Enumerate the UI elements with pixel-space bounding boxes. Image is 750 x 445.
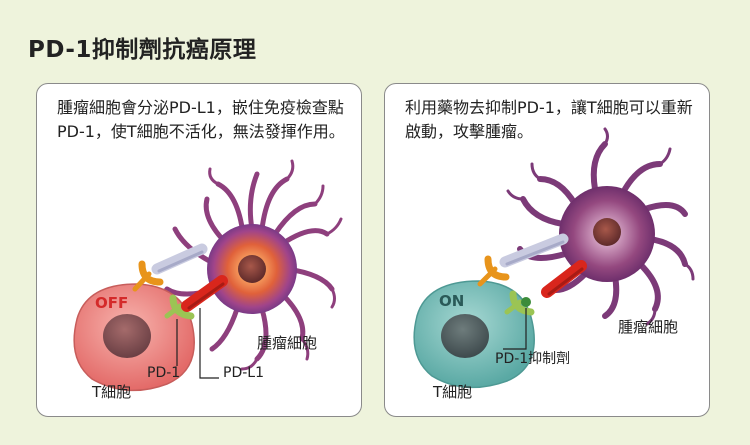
inhibitor-leader-line [503, 308, 527, 350]
diagram-title: PD-1抑制劑抗癌原理 [28, 37, 257, 63]
panel-active-tcell: 利用藥物去抑制PD-1，讓T細胞可以重新啟動，攻擊腫瘤。 [384, 83, 710, 417]
pd1-label: PD-1 [147, 365, 181, 381]
mhc-antigen-active [499, 233, 569, 268]
tcr-receptor-active [477, 255, 510, 287]
right-tcell-label: T細胞 [433, 383, 473, 401]
right-tumor-label: 腫瘤細胞 [618, 318, 679, 336]
pdl1-ligand-free [541, 260, 587, 298]
pd1-receptor-blocked [504, 290, 535, 316]
tumor-cell-attacked [506, 127, 695, 326]
left-illustration [73, 159, 343, 392]
left-tcell-label: T細胞 [92, 383, 132, 401]
right-illustration [413, 127, 695, 389]
tcr-receptor [132, 260, 164, 292]
pdl1-ligand [181, 275, 228, 312]
tcell-off [73, 283, 195, 392]
off-badge: OFF [95, 294, 129, 312]
pd1-receptor [164, 294, 195, 320]
right-description: 利用藥物去抑制PD-1，讓T細胞可以重新啟動，攻擊腫瘤。 [405, 98, 693, 141]
mhc-antigen [151, 243, 208, 275]
pdl1-label: PD-L1 [223, 365, 264, 381]
left-leader-lines [176, 308, 219, 379]
left-description: 腫瘤細胞會分泌PD-L1，嵌住免疫檢查點PD-1，使T細胞不活化，無法發揮作用。 [57, 98, 345, 141]
tumor-cell [150, 159, 343, 371]
panel-inactive-tcell: 腫瘤細胞會分泌PD-L1，嵌住免疫檢查點PD-1，使T細胞不活化，無法發揮作用。 [36, 83, 362, 417]
left-tumor-label: 腫瘤細胞 [257, 334, 318, 352]
tcell-on [413, 280, 535, 389]
on-badge: ON [439, 292, 465, 310]
inhibitor-label: PD-1抑制劑 [495, 351, 571, 367]
